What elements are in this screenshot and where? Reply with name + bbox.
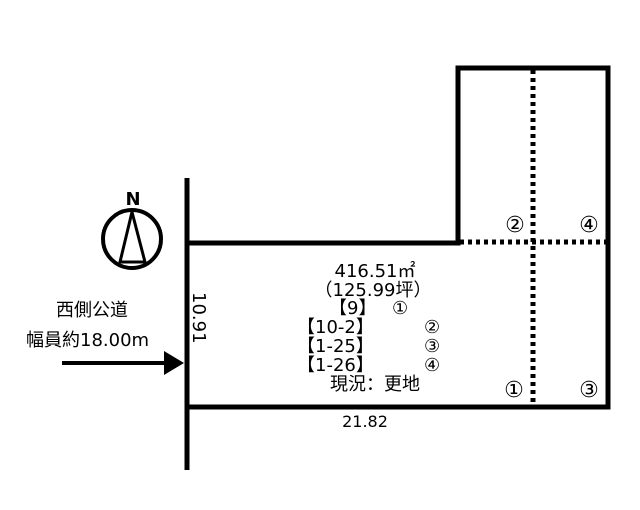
compass-north-label: N (125, 189, 140, 210)
area-square-meters: 416.51㎡ (335, 260, 416, 282)
lot-entry: 【1-26】 ④ (297, 355, 440, 376)
road-width-label: 幅員約18.00m (26, 330, 149, 351)
lot-entry: 【9】 ① (329, 298, 408, 319)
depth-dimension: 21.82 (342, 412, 388, 431)
lot-number: 【1-26】 (297, 355, 374, 376)
corner-marker: ④ (579, 213, 599, 238)
lot-number: 【10-2】 (297, 317, 374, 338)
corner-marker: ③ (579, 378, 599, 403)
lot-marker: ① (392, 298, 408, 319)
access-arrow-icon (62, 351, 184, 375)
lot-marker: ③ (424, 336, 440, 357)
lot-number: 【1-25】 (297, 336, 374, 357)
corner-marker: ② (505, 213, 525, 238)
plot-outline (187, 65, 611, 410)
road-name-label: 西側公道 (56, 300, 128, 321)
lot-marker: ② (424, 317, 440, 338)
lot-entry: 【1-25】 ③ (297, 336, 440, 357)
site-status: 現況：更地 (330, 374, 420, 395)
north-compass-icon: N (101, 189, 163, 270)
corner-marker: ① (504, 378, 524, 403)
lot-entry: 【10-2】 ② (297, 317, 440, 338)
lot-number: 【9】 (329, 298, 376, 319)
lot-marker: ④ (424, 355, 440, 376)
area-tsubo: （125.99坪） (315, 280, 432, 301)
frontage-dimension: 10.91 (188, 292, 209, 344)
